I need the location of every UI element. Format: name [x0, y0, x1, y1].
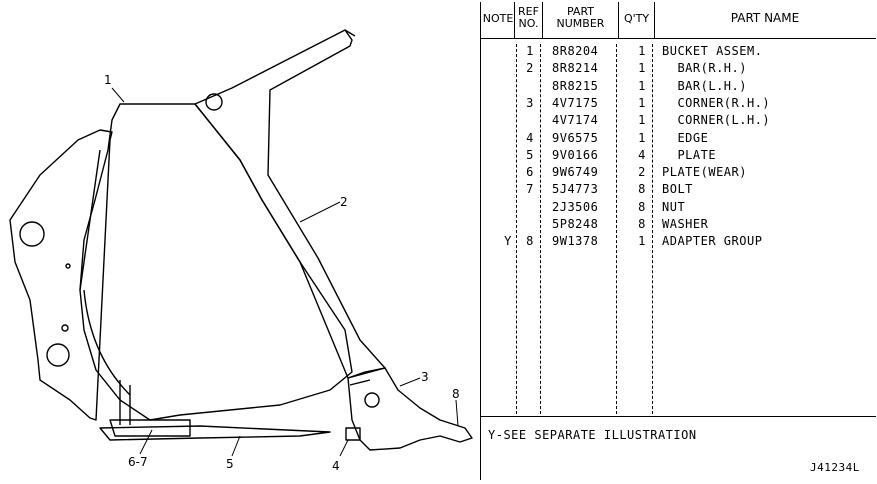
row-3-qty: 1 [638, 78, 646, 93]
row-2-part: 8R8214 [552, 61, 599, 76]
row-3-part: 8R8215 [552, 78, 599, 93]
row-4-name: CORNER(R.H.) [662, 95, 771, 110]
parts-list: NOTE REF NO. PART NUMBER Q'TY PART NAME … [480, 0, 877, 484]
callout-2: 2 [340, 195, 348, 209]
header-ref-line2: NO. [518, 17, 539, 30]
row-12-note: Y [504, 234, 512, 249]
corner-guard [347, 367, 473, 451]
bucket-bar [194, 29, 386, 379]
row-6-name: EDGE [662, 130, 709, 145]
row-10-qty: 8 [638, 199, 646, 214]
col-divider-ref-body [516, 44, 517, 414]
row-10-name: NUT [662, 199, 686, 214]
row-7-qty: 4 [638, 147, 646, 162]
table-left-border [480, 2, 481, 480]
callout-4: 4 [332, 459, 340, 473]
header-part-name: PART NAME [730, 11, 800, 25]
col-divider-part [618, 2, 619, 38]
row-2-name: BAR(R.H.) [662, 61, 747, 76]
callout-5: 5 [226, 457, 234, 471]
header-bottom-rule [480, 38, 876, 39]
leader-4 [339, 439, 349, 457]
bolt-hole-small [65, 263, 71, 269]
row-1-ref: 1 [526, 44, 534, 58]
row-1-name: BUCKET ASSEM. [662, 44, 763, 58]
pin-hole-lower [46, 343, 70, 367]
row-12-qty: 1 [638, 234, 646, 249]
leader-67 [139, 429, 153, 455]
row-11-part: 5P8248 [552, 217, 599, 231]
col-divider-ref [542, 2, 543, 38]
row-8-qty: 2 [638, 165, 646, 180]
col-divider-qty [654, 2, 655, 38]
row-7-name: PLATE [662, 147, 717, 162]
bucket-body [79, 103, 353, 421]
row-1-qty: 1 [638, 44, 646, 58]
leader-1 [111, 87, 125, 103]
header-qty: Q'TY [623, 12, 650, 25]
row-8-part: 9W6749 [552, 165, 599, 180]
callout-6-7: 6-7 [128, 455, 148, 469]
row-9-name: BOLT [662, 182, 693, 197]
row-5-name: CORNER(L.H.) [662, 113, 771, 128]
callout-8: 8 [452, 387, 460, 401]
row-8-ref: 6 [526, 165, 534, 180]
row-10-part: 2J3506 [552, 199, 599, 214]
leader-5 [231, 435, 241, 457]
row-5-part: 4V7174 [552, 113, 599, 128]
footnote-rule [480, 416, 876, 417]
row-2-qty: 1 [638, 61, 646, 76]
row-6-qty: 1 [638, 130, 646, 145]
bolt-hole [61, 324, 69, 332]
row-11-name: WASHER [662, 217, 709, 231]
wear-plate [109, 419, 191, 437]
row-2-ref: 2 [526, 61, 534, 76]
col-divider-qty-body [616, 44, 617, 414]
edge-bolt [345, 427, 361, 441]
col-divider-name-body [652, 44, 653, 414]
row-9-part: 5J4773 [552, 182, 599, 197]
header-note: NOTE [482, 12, 514, 25]
cutting-edge [99, 425, 331, 441]
bar-pin [205, 93, 223, 111]
row-4-ref: 3 [526, 95, 534, 110]
row-4-part: 4V7175 [552, 95, 599, 110]
row-9-ref: 7 [526, 182, 534, 197]
row-12-name: ADAPTER GROUP [662, 234, 763, 249]
header-part-line1: PART [566, 5, 595, 18]
callout-1: 1 [104, 73, 112, 87]
row-7-ref: 5 [526, 147, 534, 162]
row-7-part: 9V0166 [552, 147, 599, 162]
header-ref-line1: REF [518, 5, 539, 18]
row-8-name: PLATE(WEAR) [662, 165, 747, 180]
header-part-line2: NUMBER [556, 17, 605, 30]
adapter-pin [364, 392, 380, 408]
footnote-separate-illustration: Y-SEE SEPARATE ILLUSTRATION [488, 428, 697, 442]
leader-8 [455, 399, 459, 427]
row-12-ref: 8 [526, 234, 534, 249]
callout-3: 3 [421, 370, 429, 384]
row-4-qty: 1 [638, 95, 646, 110]
leader-3 [399, 377, 421, 387]
row-3-name: BAR(L.H.) [662, 78, 747, 93]
col-divider-note [514, 2, 515, 38]
row-12-part: 9W1378 [552, 234, 599, 249]
pin-hole-upper [19, 221, 45, 247]
row-5-qty: 1 [638, 113, 646, 128]
row-11-qty: 8 [638, 217, 646, 231]
col-divider-part-body [540, 44, 541, 414]
row-1-part: 8R8204 [552, 44, 599, 58]
bucket-illustration: 1 2 3 4 5 6-7 8 [9, 29, 473, 473]
leader-2 [299, 201, 341, 223]
bucket-side-plate [9, 129, 113, 421]
row-9-qty: 8 [638, 182, 646, 197]
row-6-ref: 4 [526, 130, 534, 145]
row-6-part: 9V6575 [552, 130, 599, 145]
illustration-id: J41234L [810, 461, 860, 474]
